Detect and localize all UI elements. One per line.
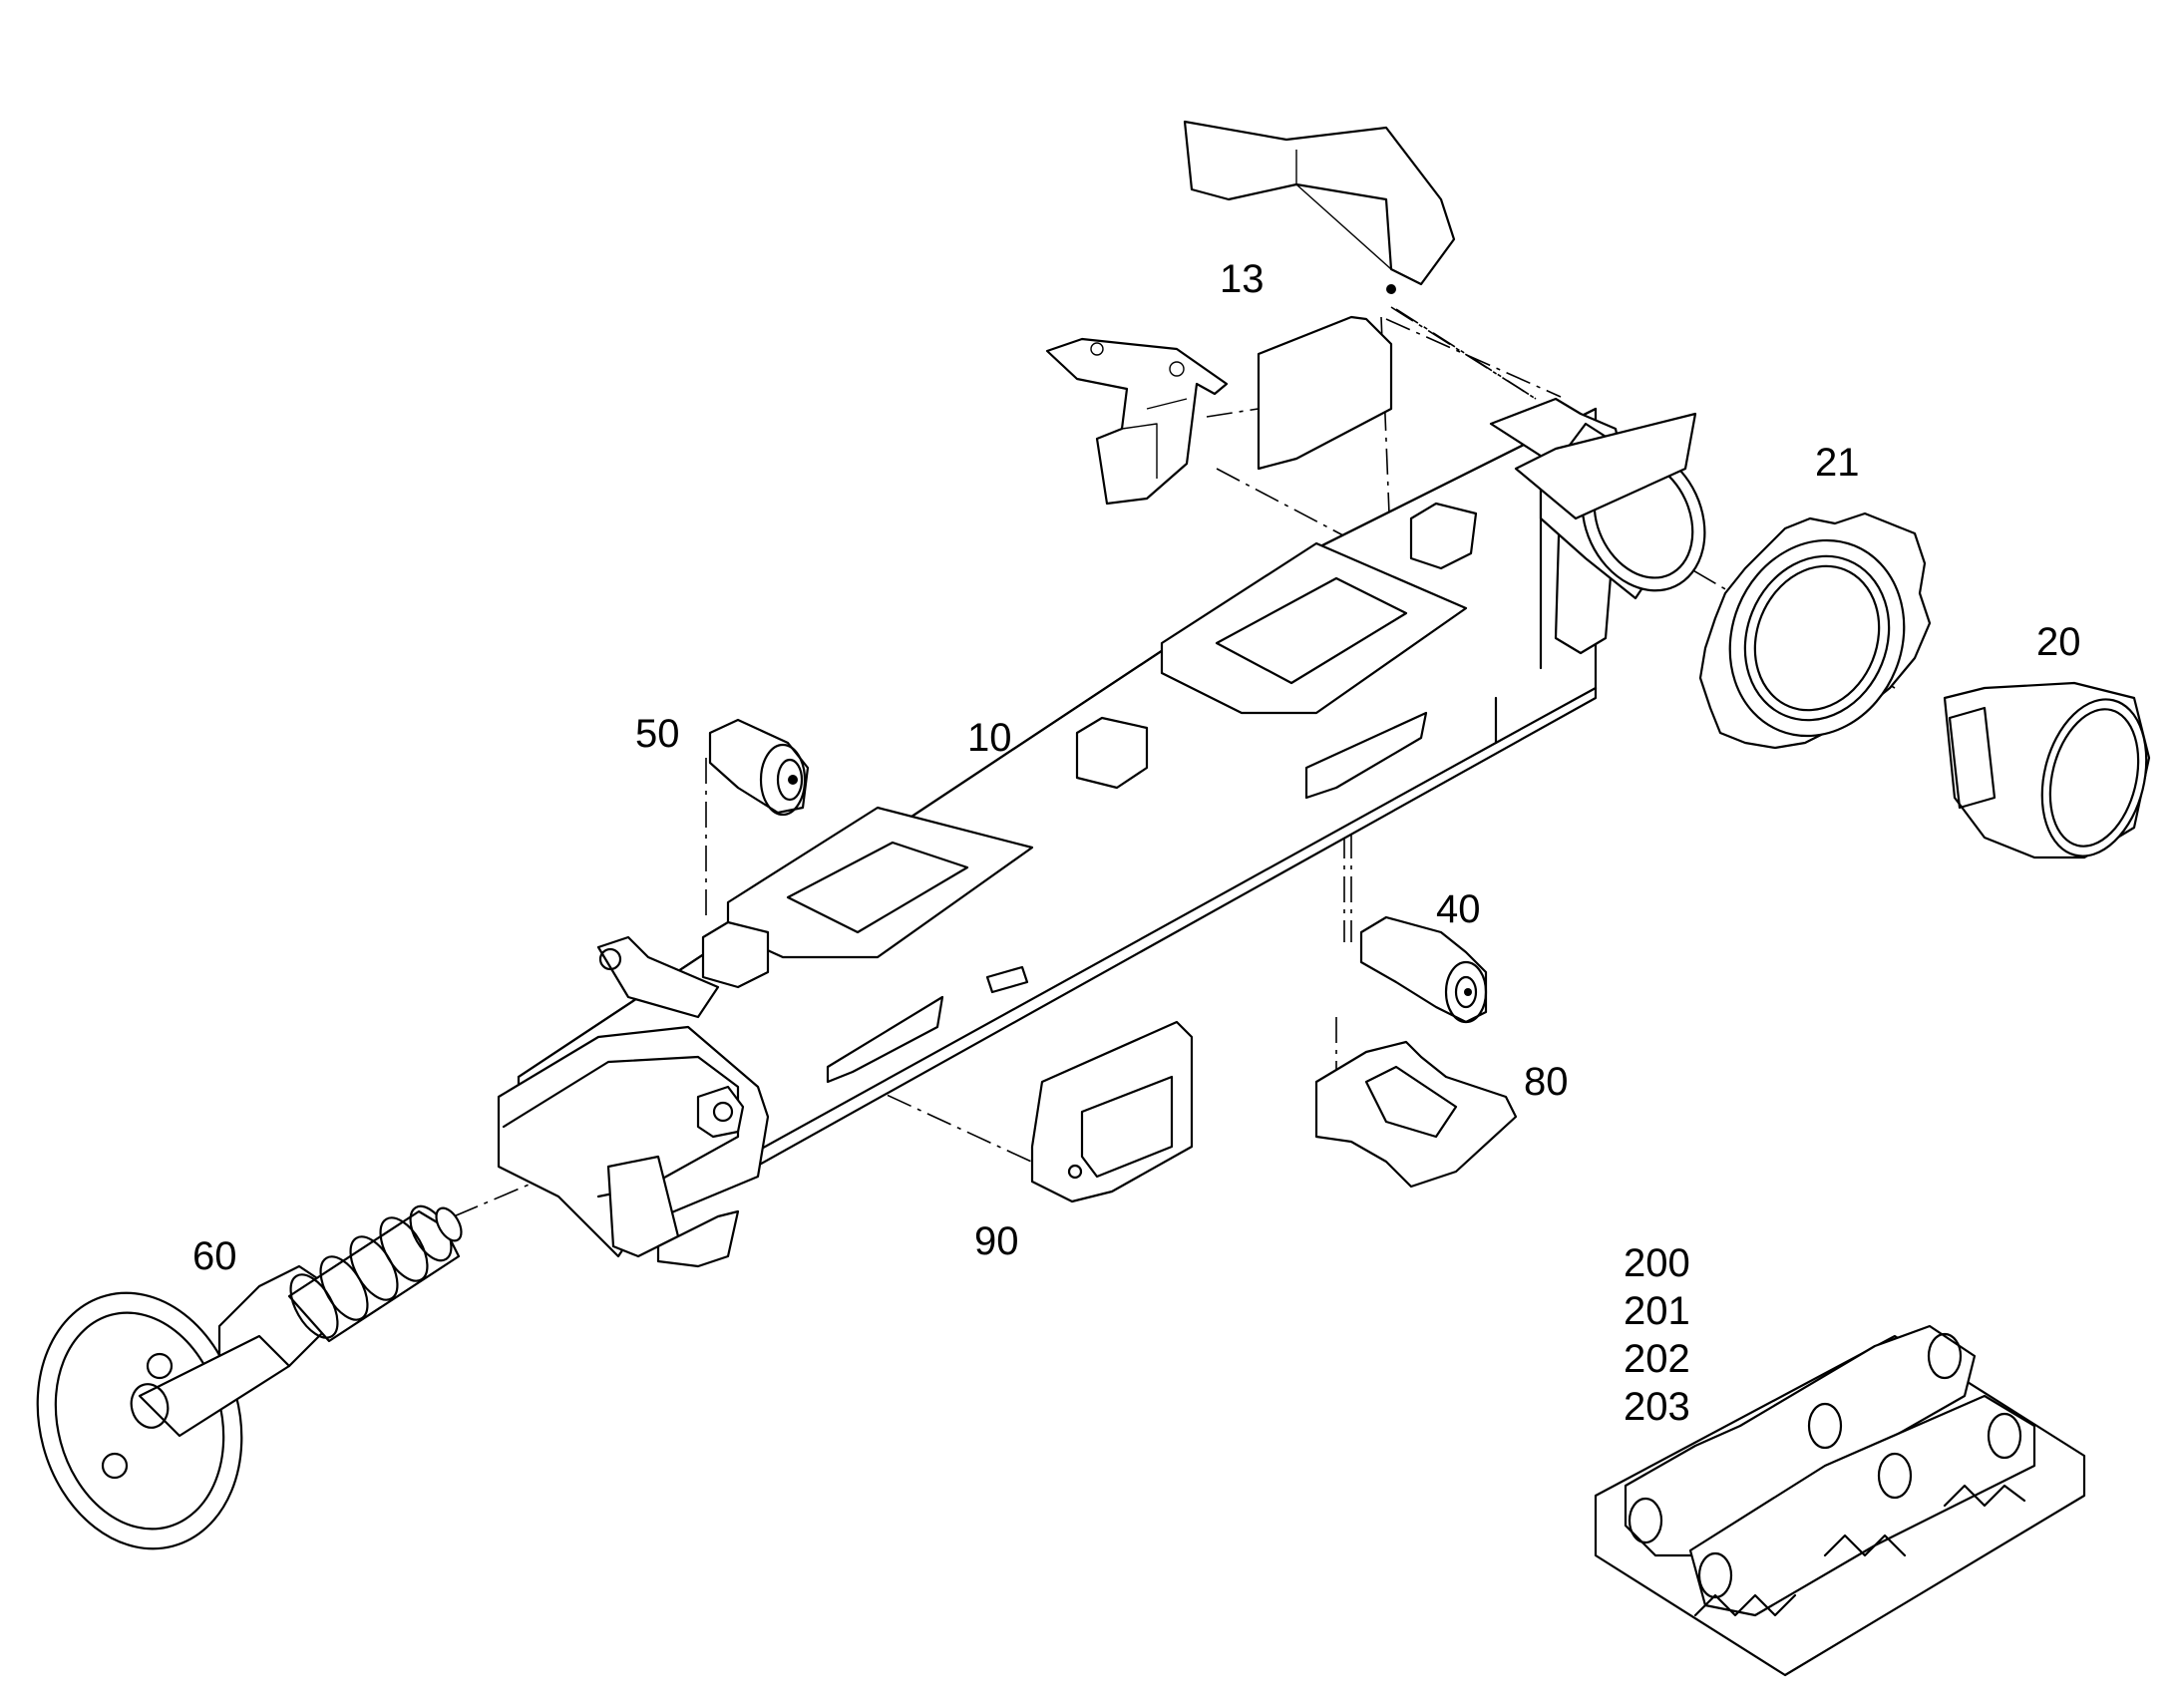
part-40-track-roller [1359,915,1488,1024]
callout-80: 80 [1524,1060,1569,1104]
part-21-sprocket [1698,512,1932,750]
parts-200-203-track-chain [1594,1324,2086,1677]
part-13-cover-plates [1045,120,1456,506]
callout-40: 40 [1436,887,1481,931]
part-90-track-guide [1030,1020,1194,1203]
callout-50: 50 [635,712,680,756]
callout-201: 201 [1624,1289,1690,1333]
callout-200: 200 [1624,1241,1690,1285]
callout-10: 10 [967,716,1012,760]
callout-13: 13 [1220,257,1265,301]
part-50-carrier-roller [708,718,810,817]
callout-203: 203 [1624,1385,1690,1429]
callout-60: 60 [192,1234,237,1278]
callout-21: 21 [1815,441,1860,485]
part-60-idler-assembly [36,1204,463,1550]
part-10-track-frame [497,397,1706,1268]
callout-90: 90 [974,1219,1019,1263]
part-80-roller-guard [1314,1040,1518,1189]
callout-20: 20 [2036,620,2081,664]
part-20-final-drive [1943,681,2151,859]
callout-202: 202 [1624,1337,1690,1381]
spring-coils [289,1204,453,1339]
